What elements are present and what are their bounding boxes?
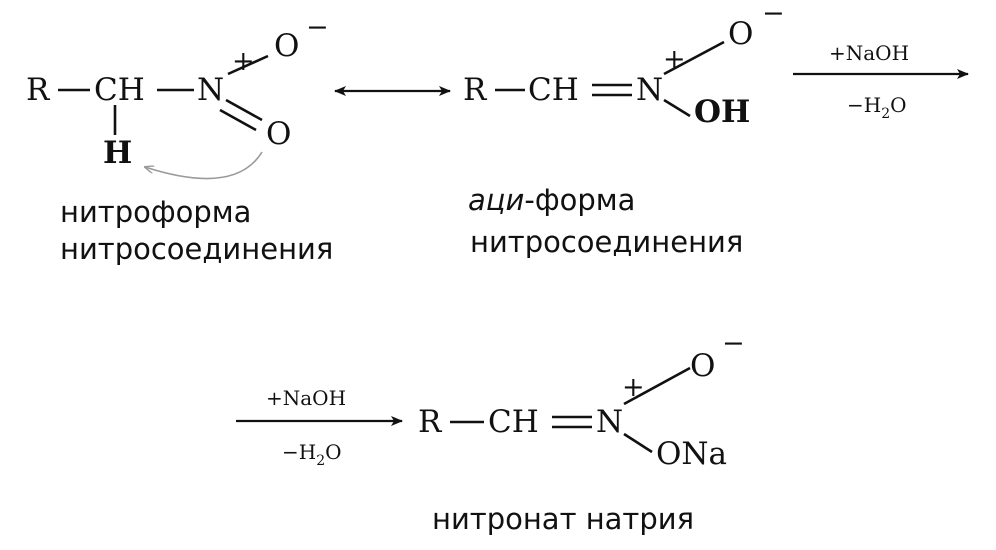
- nitronate-n-label: N: [596, 404, 623, 440]
- aci-bond-n-oh: [663, 98, 691, 118]
- nitro-h-label: H: [103, 135, 132, 171]
- nitronate-r-label: R: [418, 404, 443, 440]
- nitronate-bond-n-ona: [623, 432, 653, 454]
- aci-ch-label: CH: [528, 72, 579, 108]
- nitro-bond-n-ominus: [227, 54, 269, 76]
- nitro-o-minus-label: O: [274, 28, 299, 64]
- nitro-ch-label: CH: [94, 72, 145, 108]
- arrow-2-top-condition: +NaOH: [266, 386, 346, 410]
- nitronate-ona-label: ONa: [656, 436, 727, 472]
- nitro-double-bond-2: [219, 108, 257, 132]
- nitronate-bond-n-ominus: [623, 366, 691, 406]
- caption-nitro-line2: нитросоединения: [60, 232, 333, 266]
- arrow-1-top-condition: +NaOH: [829, 41, 909, 65]
- arrow-1-bottom-condition: −H2O: [847, 93, 907, 122]
- caption-aci-line1: аци-форма: [468, 183, 635, 217]
- arrow-2-bottom-condition: −H2O: [282, 440, 342, 469]
- aci-plus-charge: +: [663, 44, 686, 75]
- aci-form-structure: R CH N + O − OH: [463, 0, 785, 130]
- reaction-arrow-2-group: +NaOH −H2O: [236, 386, 403, 469]
- aci-oh-label: OH: [694, 94, 750, 130]
- nitronate-structure: R CH N + O − ONa: [418, 328, 745, 472]
- nitro-r-label: R: [26, 72, 51, 108]
- nitronate-o-minus-label: O: [690, 348, 715, 384]
- aci-bond-n-ominus: [663, 40, 725, 76]
- nitro-double-bond-1: [225, 98, 263, 122]
- nitro-n-label: N: [197, 72, 224, 108]
- nitro-form-structure: R CH N + O − O H: [26, 12, 329, 180]
- aci-minus-charge: −: [762, 0, 785, 29]
- reaction-arrow-1-group: +NaOH −H2O: [793, 41, 969, 122]
- nitro-o-label: O: [266, 116, 291, 152]
- caption-aci-line2: нитросоединения: [470, 225, 743, 259]
- aci-o-minus-label: O: [728, 16, 753, 52]
- aci-n-label: N: [636, 72, 663, 108]
- caption-nitronate: нитронат натрия: [432, 502, 694, 536]
- curved-arrow-h-transfer: [145, 151, 263, 180]
- aci-r-label: R: [463, 72, 488, 108]
- nitronate-ch-label: CH: [488, 404, 539, 440]
- nitro-minus-charge: −: [306, 12, 329, 43]
- caption-nitro-line1: нитроформа: [60, 195, 251, 229]
- nitro-plus-charge: +: [232, 46, 255, 77]
- nitronate-minus-charge: −: [722, 328, 745, 359]
